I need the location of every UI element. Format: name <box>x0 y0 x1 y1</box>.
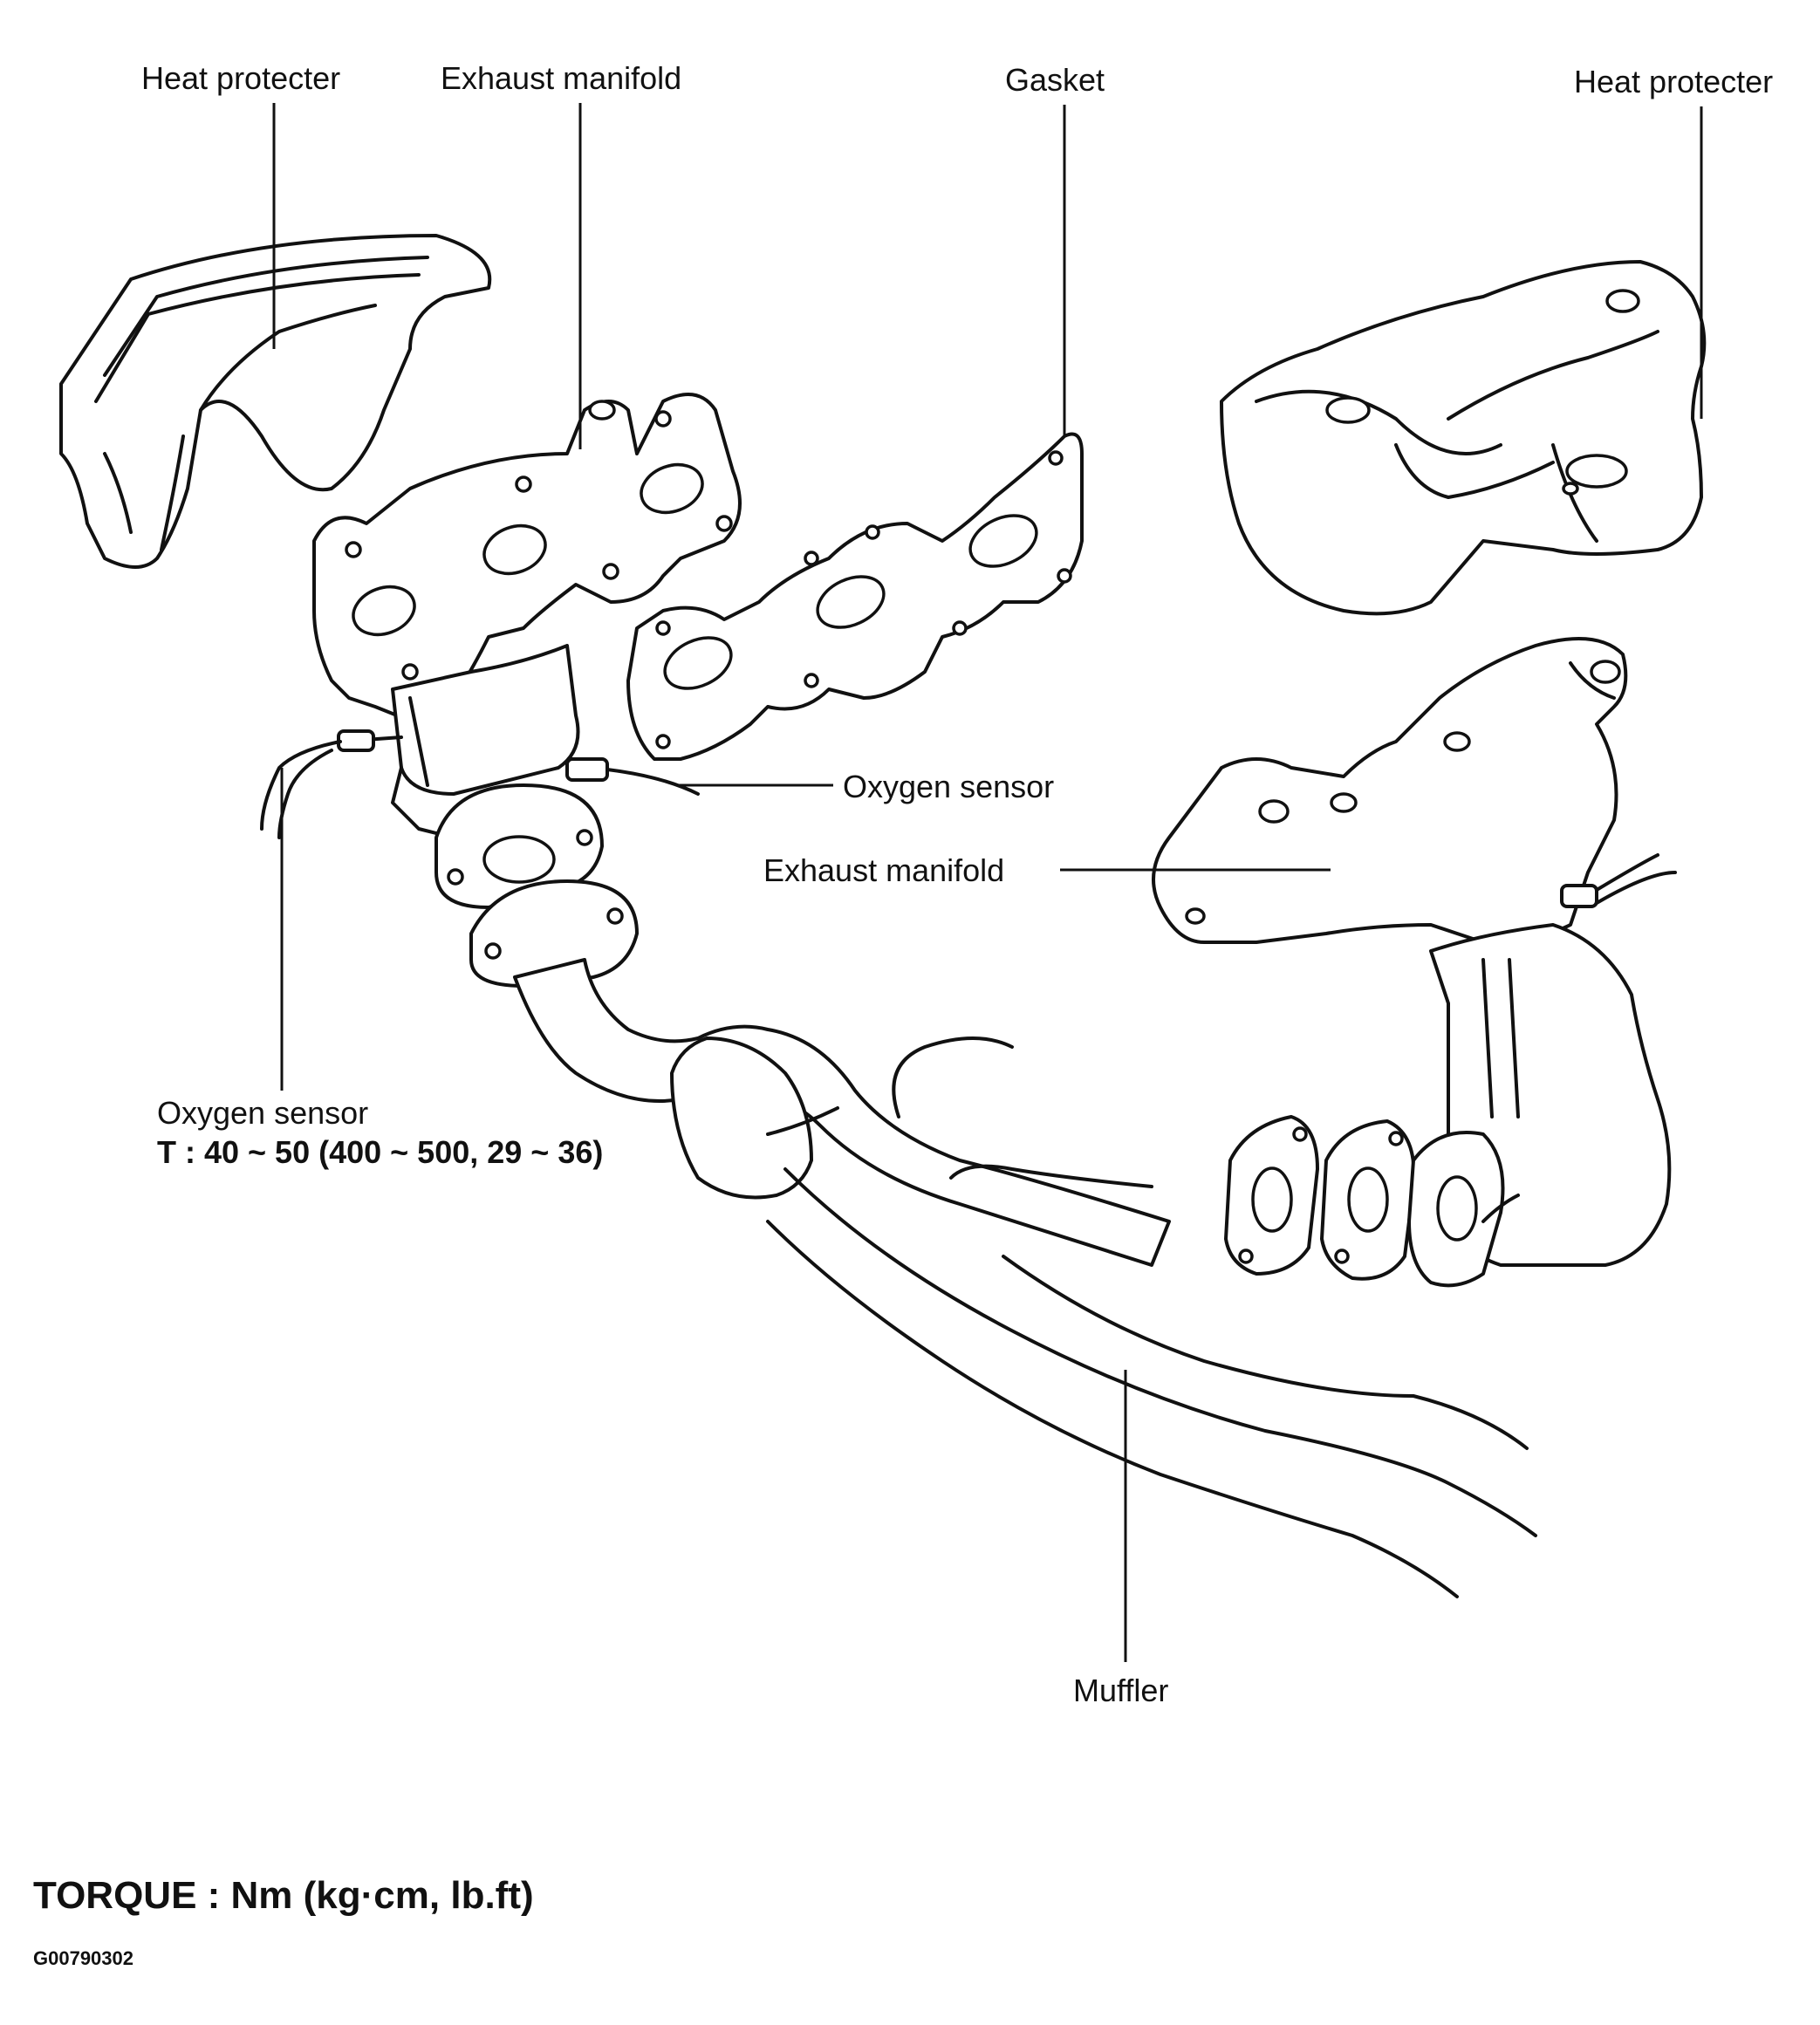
heat-protector-right-drawing <box>1220 260 1707 616</box>
figure-code: G00790302 <box>33 1947 133 1969</box>
label-oxygen-sensor-left: Oxygen sensor <box>157 1095 369 1131</box>
rear-flanges-drawing <box>1224 1115 1520 1288</box>
exhaust-manifold-left-drawing <box>260 393 742 839</box>
label-oxygen-sensor-torque: T : 40 ~ 50 (400 ~ 500, 29 ~ 36) <box>157 1134 604 1170</box>
label-gasket: Gasket <box>1005 62 1105 98</box>
label-heat-protector-left: Heat protecter <box>141 60 341 96</box>
label-exhaust-manifold-right: Exhaust manifold <box>763 852 1005 888</box>
label-muffler: Muffler <box>1073 1673 1169 1708</box>
front-pipe-drawing <box>513 958 1171 1267</box>
torque-units-note: TORQUE : Nm (kg·cm, lb.ft) <box>33 1874 534 1917</box>
label-heat-protector-right: Heat protecter <box>1574 64 1774 99</box>
leader-lines <box>272 103 1703 1662</box>
label-exhaust-manifold-top: Exhaust manifold <box>441 60 682 96</box>
front-pipe-flanges-drawing <box>434 783 639 988</box>
gasket-drawing <box>626 432 1084 761</box>
muffler-pipe-drawing <box>766 1167 1537 1598</box>
heat-protector-left-drawing <box>59 234 492 569</box>
label-oxygen-sensor-right: Oxygen sensor <box>843 769 1055 804</box>
